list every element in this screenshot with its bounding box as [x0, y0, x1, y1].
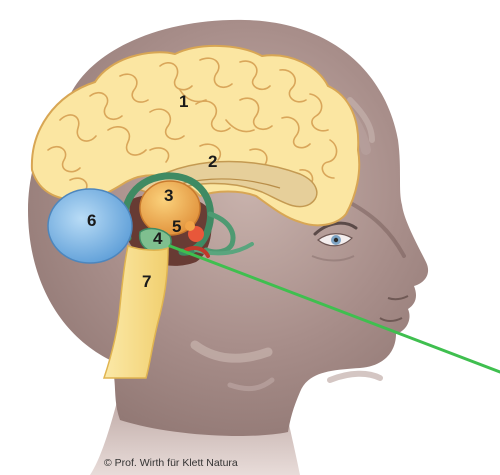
label-4: 4: [153, 229, 163, 248]
label-brainstem: 7: [142, 272, 151, 291]
label-thalamus: 3: [164, 186, 173, 205]
label-corpus-callosum: 2: [208, 152, 217, 171]
copyright-credit: © Prof. Wirth für Klett Natura: [104, 457, 238, 469]
label-cerebrum: 1: [179, 92, 188, 111]
label-5: 5: [172, 217, 181, 236]
label-cerebellum: 6: [87, 211, 96, 230]
